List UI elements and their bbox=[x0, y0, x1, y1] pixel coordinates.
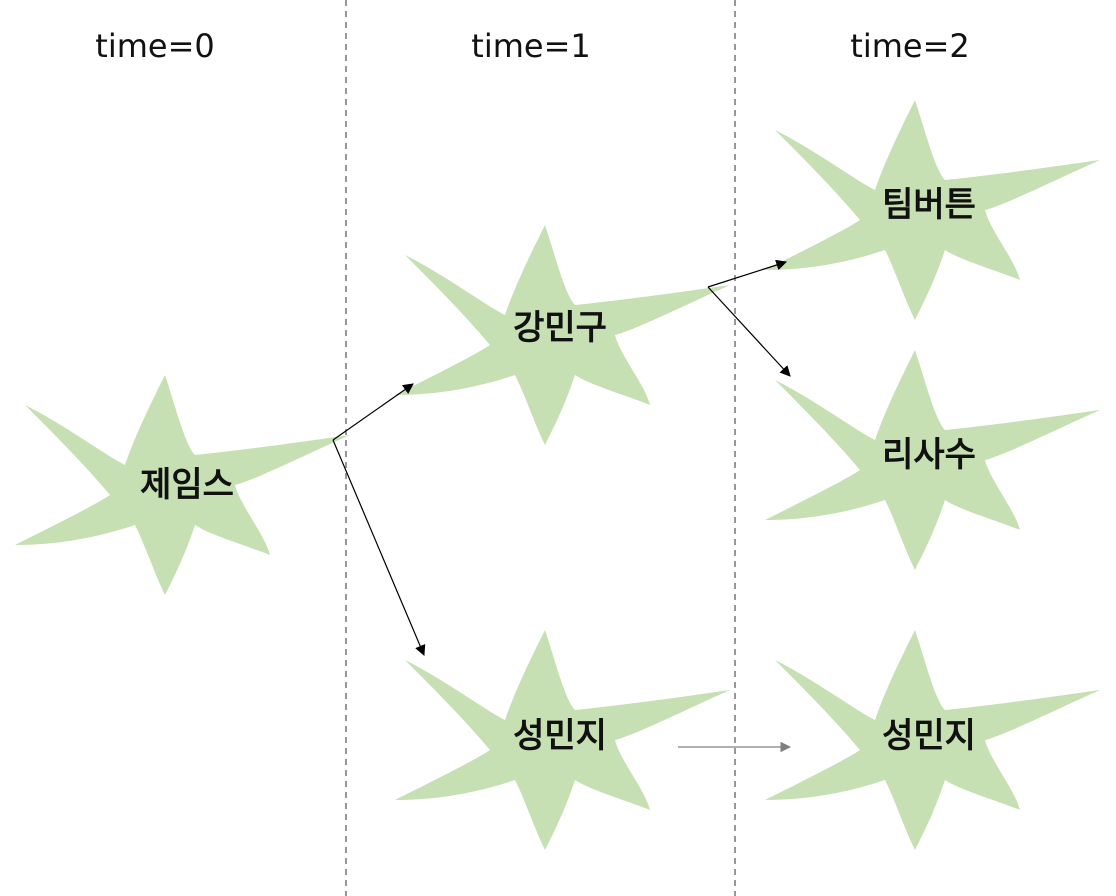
edge-james-to-seong bbox=[332, 439, 426, 656]
node-label-seong-2: 성민지 bbox=[882, 716, 976, 756]
node-label-lee: 리사수 bbox=[882, 435, 976, 475]
edge-kang-to-tim bbox=[707, 259, 788, 288]
edge-kang-to-lee bbox=[707, 286, 791, 377]
time-label-1: time=1 bbox=[471, 27, 590, 65]
time-label-0: time=0 bbox=[95, 27, 214, 65]
node-label-james: 제임스 bbox=[140, 465, 234, 505]
edge-james-to-kang bbox=[332, 383, 414, 441]
time-label-2: time=2 bbox=[850, 27, 969, 65]
node-label-kang: 강민구 bbox=[513, 308, 607, 348]
node-label-tim: 팀버튼 bbox=[882, 185, 976, 225]
node-label-seong-1: 성민지 bbox=[513, 716, 607, 756]
